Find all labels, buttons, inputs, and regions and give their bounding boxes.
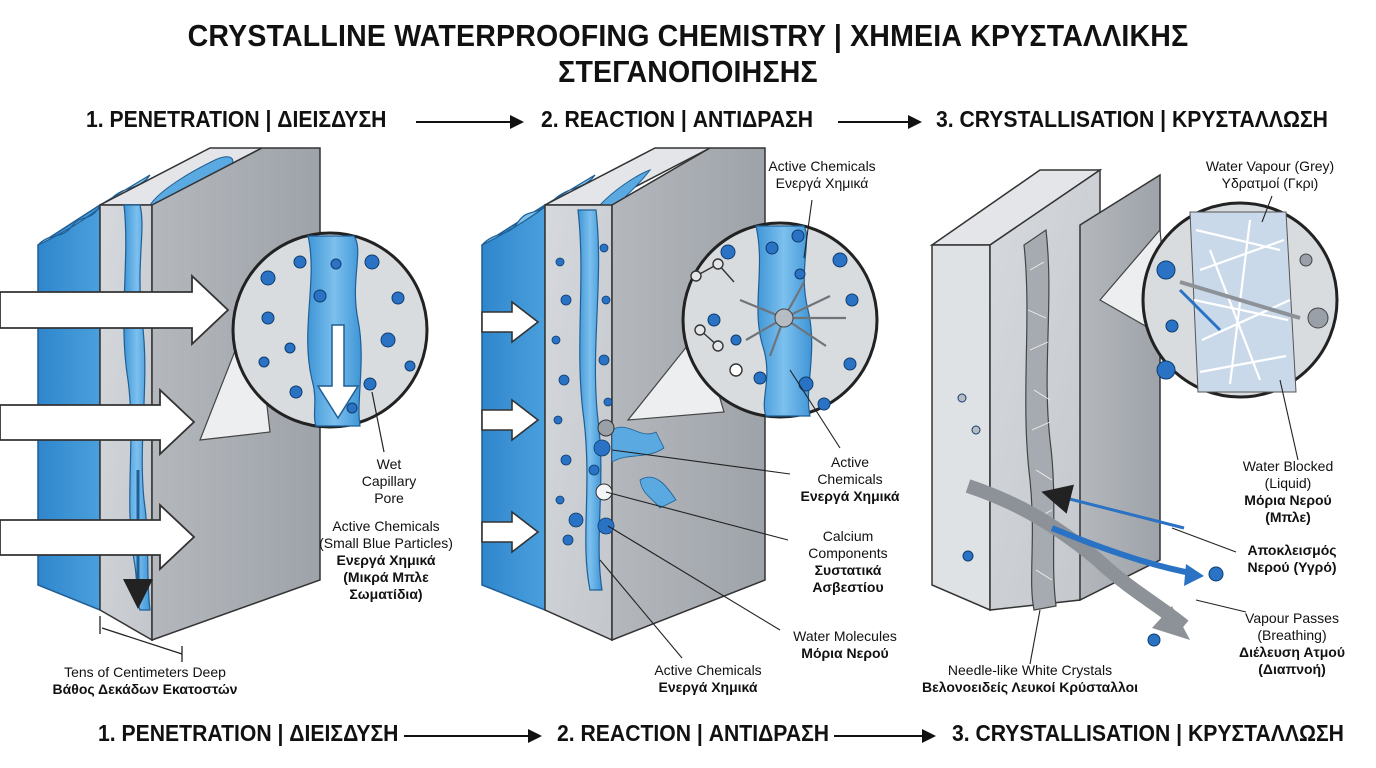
step-arrow-bottom-1 — [404, 729, 542, 743]
label-water-blocked: Water Blocked(Liquid) Μόρια Νερού(Μπλε) — [1242, 458, 1334, 525]
page-title: CRYSTALLINE WATERPROOFING CHEMISTRY | ΧΗ… — [187, 18, 1189, 89]
step-penetration-top: 1. PENETRATION | ΔΙΕΙΣΔΥΣΗ — [86, 106, 387, 132]
particles-3 — [957, 393, 1224, 647]
water-blocked-arrow-3 — [1041, 484, 1185, 530]
penetration-arrow-2 — [0, 387, 196, 457]
water-surface-2 — [481, 174, 596, 246]
step-reaction-bottom: 2. REACTION | ΑΝΤΙΔΡΑΣΗ — [557, 720, 830, 746]
capillary-pore-2 — [577, 209, 603, 591]
vapour-flow-arrows-3 — [965, 479, 1204, 640]
step-arrow-top-1 — [416, 115, 524, 129]
step-penetration-bottom: 1. PENETRATION | ΔΙΕΙΣΔΥΣΗ — [98, 720, 399, 746]
zoom-particles-1 — [258, 254, 416, 414]
zoom-particles-3 — [1156, 260, 1179, 380]
depth-dimension — [101, 627, 183, 655]
crystal-needles-pore-3 — [1027, 261, 1053, 581]
reaction-leaders-2 — [599, 199, 841, 659]
zoom-molecules-2 — [690, 258, 743, 377]
label-active-chemicals-1: Active Chemicals(Small Blue Particles) Ε… — [319, 518, 453, 602]
label-vapour-passes: Vapour Passes(Breathing) Διέλευση Ατμού(… — [1239, 610, 1345, 677]
concrete-side-3 — [1079, 173, 1161, 602]
step-reaction-top: 2. REACTION | ΑΝΤΙΔΡΑΣΗ — [541, 106, 814, 132]
reaction-splash-2 — [611, 426, 677, 509]
water-surface-1 — [37, 174, 151, 246]
penetration-arrow-6 — [481, 510, 540, 554]
penetration-arrow-1 — [0, 273, 230, 347]
crystallisation-leaders-3 — [1029, 195, 1299, 665]
panel-reaction — [481, 147, 879, 659]
penetration-arrow-3 — [0, 502, 196, 572]
crystal-filled-pore-3 — [1023, 228, 1057, 611]
panel-penetration — [0, 147, 429, 662]
step-crystallisation-top: 3. CRYSTALLISATION | ΚΡΥΣΤΑΛΛΩΣΗ — [936, 106, 1328, 132]
step-crystallisation-bottom: 3. CRYSTALLISATION | ΚΡΥΣΤΑΛΛΩΣΗ — [952, 720, 1344, 746]
penetration-arrow-4 — [481, 300, 540, 344]
zoom-flow-arrow-1 — [316, 324, 360, 420]
step-arrow-top-2 — [838, 115, 922, 129]
zoom-particles-2 — [707, 229, 859, 411]
penetration-arrow-5 — [481, 398, 540, 442]
step-arrow-bottom-2 — [834, 729, 936, 743]
panel-crystallisation — [929, 168, 1339, 665]
concrete-front-3 — [931, 244, 991, 612]
label-water-vapour: Water Vapour (Grey)Υδρατμοί (Γκρι) — [1205, 158, 1335, 191]
leader-pore — [371, 391, 385, 453]
reaction-particles-2 — [551, 243, 615, 546]
